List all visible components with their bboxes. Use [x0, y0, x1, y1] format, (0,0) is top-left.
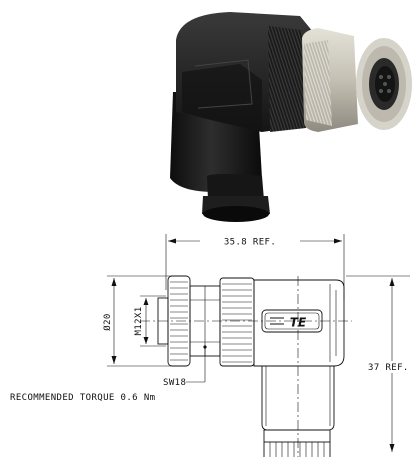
dim-diameter-label: Ø20: [102, 313, 113, 330]
knurl-lines-right: [222, 283, 252, 363]
knurl-lines-left: [170, 281, 188, 361]
connector-photo: [170, 12, 412, 222]
dim-height-label: 37 REF.: [368, 363, 409, 373]
technical-drawing: 35.8 REF. Ø20 M12X1 37 REF.: [10, 234, 414, 457]
gland-thread-lines: [269, 442, 325, 457]
dim-wrench-label: SW18: [163, 378, 186, 388]
logo-text: TE: [290, 316, 307, 330]
torque-note: RECOMMENDED TORQUE 0.6 Nm: [10, 393, 155, 403]
dim-thread-label: M12X1: [134, 306, 144, 335]
dim-width-label: 35.8 REF.: [224, 238, 276, 248]
